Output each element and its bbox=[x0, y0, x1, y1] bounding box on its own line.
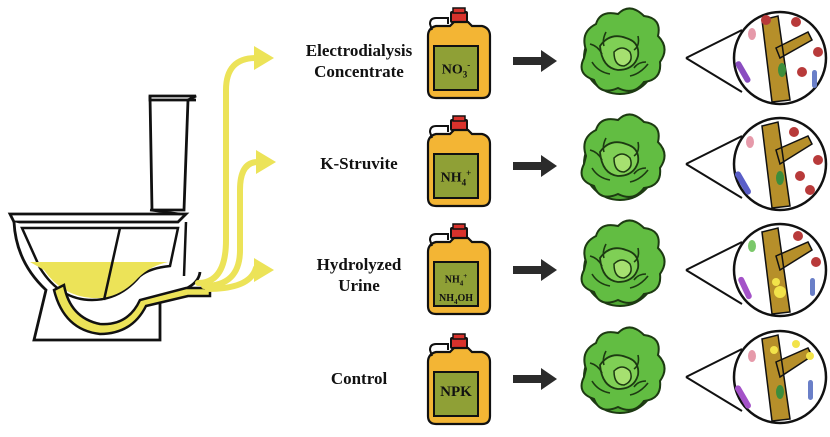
right-arrow-icon bbox=[513, 155, 557, 177]
formula: NH bbox=[440, 170, 462, 186]
jug-label-npk: NPK bbox=[434, 384, 478, 401]
label-line: Urine bbox=[338, 276, 380, 295]
root-zoom-2 bbox=[685, 116, 828, 212]
row-1-graphics bbox=[426, 6, 666, 100]
flow-arrows bbox=[195, 55, 261, 292]
label-hydrolyzed-urine: Hydrolyzed Urine bbox=[274, 254, 444, 296]
formula: NH bbox=[444, 274, 460, 286]
right-arrow-icon bbox=[513, 50, 557, 72]
formula-superscript: + bbox=[463, 272, 468, 280]
formula-subscript: 4 bbox=[461, 177, 467, 188]
label-line: Control bbox=[330, 369, 388, 388]
root-zoom-4 bbox=[685, 329, 828, 425]
formula: NPK bbox=[440, 384, 472, 400]
right-arrow-icon bbox=[513, 368, 557, 390]
row-2-graphics bbox=[426, 113, 666, 208]
lettuce-icon bbox=[580, 219, 666, 307]
root-zoom-1 bbox=[685, 10, 828, 106]
label-line: Hydrolyzed bbox=[316, 255, 402, 274]
label-line: Electrodialysis bbox=[305, 41, 413, 60]
toilet-icon bbox=[7, 94, 212, 342]
formula-superscript: - bbox=[467, 60, 471, 70]
formula-subscript: 4 bbox=[453, 298, 458, 307]
label-control: Control bbox=[274, 368, 444, 389]
formula: OH bbox=[457, 293, 474, 305]
lettuce-icon bbox=[580, 7, 666, 95]
root-zoom-3 bbox=[685, 222, 828, 318]
label-electrodialysis-concentrate: Electrodialysis Concentrate bbox=[274, 40, 444, 82]
jug-label-nh4: NH4+ bbox=[434, 168, 478, 187]
lettuce-icon bbox=[580, 326, 666, 414]
formula-superscript: + bbox=[466, 168, 472, 178]
formula: NH bbox=[438, 293, 454, 305]
lettuce-icon bbox=[580, 113, 666, 201]
label-line: Concentrate bbox=[314, 62, 404, 81]
jug-label-no3: NO3- bbox=[434, 60, 478, 79]
formula-subscript: 3 bbox=[462, 69, 468, 80]
row-4-graphics bbox=[426, 326, 666, 426]
label-k-struvite: K-Struvite bbox=[274, 153, 444, 174]
jug-label-nh4-nh4oh: NH4+ NH4OH bbox=[434, 268, 478, 310]
label-line: K-Struvite bbox=[320, 154, 398, 173]
right-arrow-icon bbox=[513, 259, 557, 281]
formula-subscript: 4 bbox=[459, 279, 464, 288]
formula: NO bbox=[441, 62, 463, 78]
flow-arrowheads bbox=[254, 46, 276, 282]
